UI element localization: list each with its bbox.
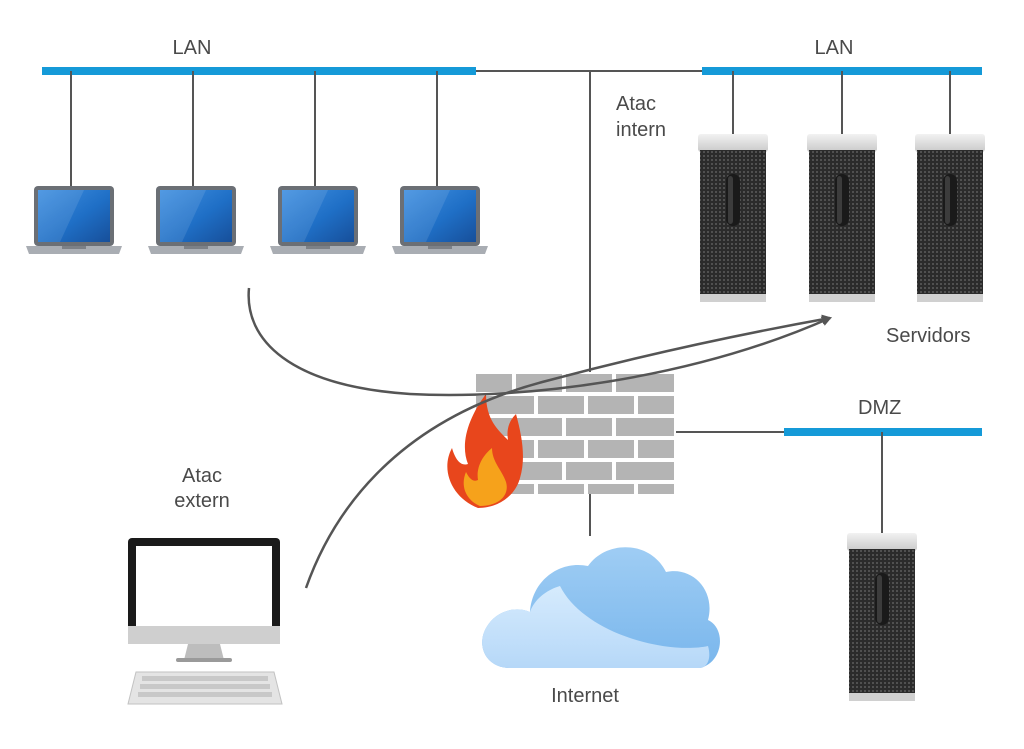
server-tower-icon: [915, 134, 985, 302]
laptop-icon: [148, 186, 244, 254]
internal-attack-label-line2: intern: [616, 119, 667, 141]
external-attack-label-line1: Atac: [181, 465, 223, 487]
keyboard-icon: [127, 671, 283, 705]
connectors: [70, 70, 951, 536]
external-attack-label-line2: extern: [174, 490, 230, 512]
server-tower-icon: [807, 134, 877, 302]
flame-icon: [447, 394, 523, 508]
laptop-icon: [26, 186, 122, 254]
lan-right-label: LAN: [814, 37, 854, 59]
external-attack-arrow: [304, 314, 832, 589]
servers-label: Servidors: [886, 325, 971, 347]
lan-left-label: LAN: [172, 37, 212, 59]
desktop-computer-icon: [128, 538, 280, 662]
laptop-icon: [392, 186, 488, 254]
internal-attack-arrow: [247, 287, 832, 397]
internal-attack-label-line1: Atac: [616, 93, 657, 115]
dmz-server-icon: [847, 533, 917, 701]
server-tower-icon: [698, 134, 768, 302]
laptop-icon: [270, 186, 366, 254]
dmz-label: DMZ: [858, 397, 902, 419]
internet-label: Internet: [551, 685, 619, 707]
cloud-icon: [482, 547, 720, 668]
